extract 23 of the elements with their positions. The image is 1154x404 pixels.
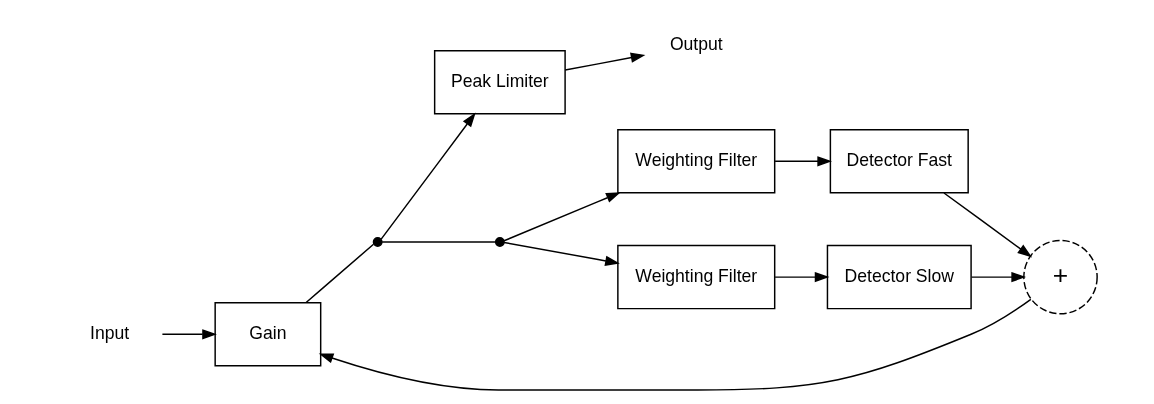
node-box: Weighting Filter bbox=[617, 244, 776, 310]
arrow bbox=[970, 271, 1027, 283]
arrow bbox=[503, 192, 621, 242]
node-circle: + bbox=[1023, 239, 1098, 315]
arrow bbox=[564, 52, 646, 71]
arrow bbox=[503, 241, 620, 266]
node-box: Detector Slow bbox=[826, 244, 972, 310]
node-text: Input bbox=[90, 322, 130, 343]
node-text: Output bbox=[669, 34, 723, 55]
arrow bbox=[774, 156, 832, 167]
node-box: Weighting Filter bbox=[617, 129, 776, 194]
arrow bbox=[380, 112, 476, 240]
node-circle bbox=[372, 237, 383, 247]
node-circle bbox=[494, 237, 505, 247]
node-box: Peak Limiter bbox=[433, 49, 566, 115]
arrow bbox=[774, 271, 830, 283]
arrow bbox=[943, 192, 1033, 258]
arrow bbox=[161, 329, 217, 340]
node-box: Detector Fast bbox=[829, 129, 969, 194]
node-box: Gain bbox=[214, 302, 322, 367]
arrow bbox=[318, 298, 1032, 391]
connector bbox=[381, 241, 497, 243]
connector bbox=[305, 243, 375, 304]
